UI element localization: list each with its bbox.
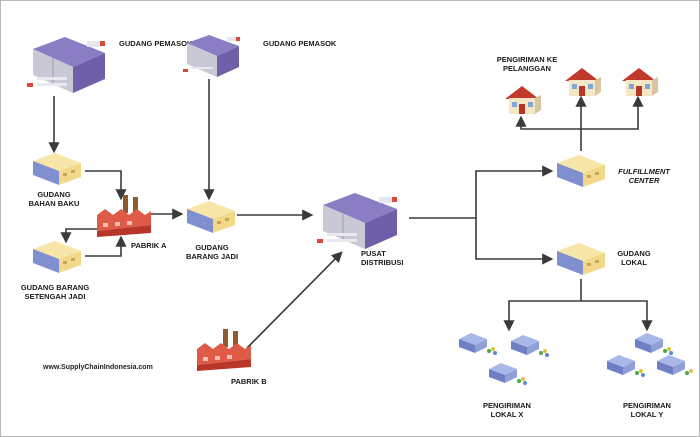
arrow-to-lokal-x <box>503 300 581 332</box>
label-fulfillment-line1: FULFILLMENT <box>618 167 670 176</box>
local-delivery-y-icon <box>607 333 693 377</box>
label-lokal-y-line2: LOKAL Y <box>630 410 664 419</box>
label-pengiriman-pelanggan-line1: PENGIRIMAN KE <box>496 55 558 64</box>
factory-a-icon <box>97 195 151 237</box>
fulfillment-center-icon <box>557 155 605 187</box>
arrow-to-house-3 <box>581 95 644 130</box>
label-gudang-barang-jadi: GUDANG BARANG JADI <box>177 243 247 261</box>
label-pengiriman-pelanggan: PENGIRIMAN KE PELANGGAN <box>487 55 567 73</box>
label-lokal-y-line1: PENGIRIMAN <box>623 401 671 410</box>
label-pabrik-a: PABRIK A <box>131 241 166 250</box>
house-2-icon <box>565 68 601 96</box>
label-fulfillment-line2: CENTER <box>628 176 660 185</box>
label-gudang-pemasok-2-text: GUDANG PEMASOK <box>263 39 337 48</box>
arrow-to-lokal-y <box>581 300 653 332</box>
warehouse-lokal-icon <box>557 243 605 275</box>
distribution-center-icon <box>317 193 397 249</box>
warehouse-bahan-baku-icon <box>33 153 81 185</box>
label-gudang-bahan-baku: GUDANG BAHAN BAKU <box>19 190 89 208</box>
label-pusat-distribusi: PUSAT DISTRIBUSI <box>361 249 404 267</box>
arrow-pusat-to-gudang-lokal <box>475 218 554 265</box>
label-fulfillment-center: FULFILLMENT CENTER <box>609 167 679 185</box>
warehouse-pemasok-1-icon <box>27 37 105 93</box>
label-pusat-distribusi-line1: PUSAT <box>361 249 386 258</box>
label-gudang-barang-jadi-line2: BARANG JADI <box>185 252 239 261</box>
label-gudang-pemasok-1: GUDANG PEMASOK <box>119 39 192 48</box>
label-pengiriman-pelanggan-line2: PELANGGAN <box>503 64 551 73</box>
label-gudang-lokal: GUDANG LOKAL <box>609 249 659 267</box>
label-pabrik-b: PABRIK B <box>231 377 267 386</box>
arrow-pabrik-a-to-setengah-jadi <box>60 228 101 244</box>
arrow-bahan-baku-to-pabrik-a <box>85 170 127 201</box>
factory-b-icon <box>197 329 251 371</box>
watermark-text: www.SupplyChainIndonesia.com <box>43 363 153 372</box>
label-lokal-x-line1: PENGIRIMAN <box>483 401 531 410</box>
house-3-icon <box>622 68 658 96</box>
arrow-pabrik-b-to-pusat <box>246 251 343 349</box>
arrow-setengah-jadi-to-pabrik-a <box>85 235 127 257</box>
label-gudang-lokal-line2: LOKAL <box>621 258 647 267</box>
label-pabrik-b-text: PABRIK B <box>231 377 267 386</box>
label-gudang-pemasok-2: GUDANG PEMASOK <box>263 39 336 48</box>
label-gudang-lokal-line1: GUDANG <box>617 249 651 258</box>
label-lokal-x-line2: LOKAL X <box>490 410 524 419</box>
house-1-icon <box>505 86 541 114</box>
arrow-to-house-1 <box>515 115 581 130</box>
label-gudang-bahan-baku-line1: GUDANG <box>37 190 71 199</box>
label-gudang-setengah-jadi-line2: SETENGAH JADI <box>24 292 86 301</box>
label-gudang-setengah-jadi-line1: GUDANG BARANG <box>20 283 90 292</box>
label-pabrik-a-text: PABRIK A <box>131 241 167 250</box>
label-pusat-distribusi-line2: DISTRIBUSI <box>361 258 404 267</box>
warehouse-setengah-jadi-icon <box>33 241 81 273</box>
label-gudang-barang-jadi-line1: GUDANG <box>195 243 229 252</box>
label-gudang-setengah-jadi: GUDANG BARANG SETENGAH JADI <box>15 283 95 301</box>
label-gudang-bahan-baku-line2: BAHAN BAKU <box>28 199 80 208</box>
warehouse-barang-jadi-icon <box>187 201 235 233</box>
label-gudang-pemasok-1-text: GUDANG PEMASOK <box>119 39 193 48</box>
local-delivery-x-icon <box>459 333 549 385</box>
label-pengiriman-lokal-x: PENGIRIMAN LOKAL X <box>467 401 547 419</box>
arrow-pusat-to-fulfillment <box>409 165 554 219</box>
watermark-text-content: www.SupplyChainIndonesia.com <box>43 364 153 371</box>
warehouse-pemasok-2-icon <box>183 35 240 77</box>
label-pengiriman-lokal-y: PENGIRIMAN LOKAL Y <box>607 401 687 419</box>
